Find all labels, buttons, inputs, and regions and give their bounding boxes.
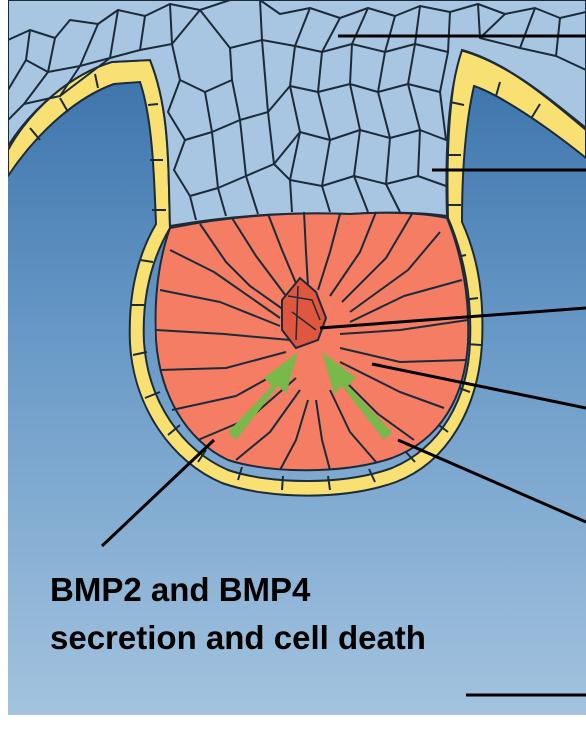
caption-text: BMP2 and BMP4 secretion and cell death: [50, 566, 570, 662]
caption-line-2: secretion and cell death: [50, 614, 570, 662]
caption-line-1: BMP2 and BMP4: [50, 566, 570, 614]
